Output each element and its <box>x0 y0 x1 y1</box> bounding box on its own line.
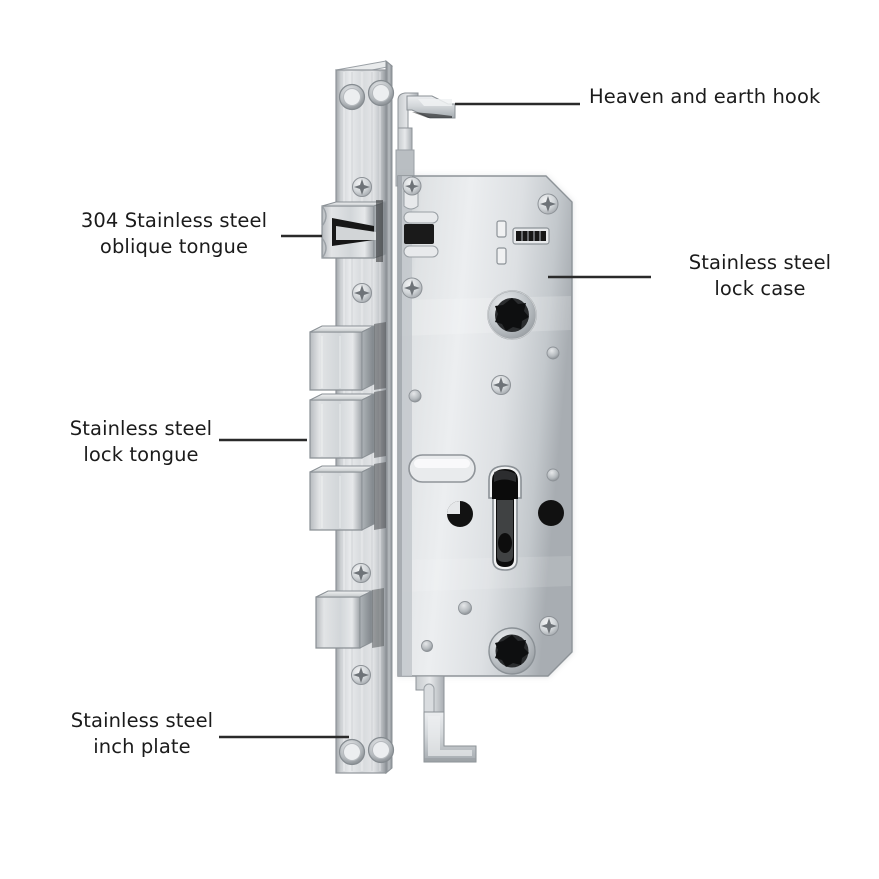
spindle-hole-lower <box>488 627 536 675</box>
lock-tongue <box>309 462 386 531</box>
faceplate-screws <box>351 177 372 685</box>
lock-tongue-group <box>309 322 386 531</box>
leader-lines <box>219 102 651 739</box>
lock-tongue <box>309 390 386 459</box>
callout-oblique-tongue: 304 Stainless steel oblique tongue <box>80 209 268 258</box>
callout-heaven-and-earth-hook: Heaven and earth hook <box>589 85 821 108</box>
auxiliary-bolt <box>315 588 384 649</box>
case-screws <box>401 176 560 652</box>
lock-tongue <box>309 322 386 391</box>
callout-inch-plate: Stainless steel inch plate <box>70 709 214 758</box>
lock-case-body <box>395 149 573 677</box>
callout-lock-tongue: Stainless steel lock tongue <box>69 417 213 466</box>
faceplate-mount-holes-bottom <box>338 736 395 766</box>
earth-hook-bottom <box>415 675 477 763</box>
oblique-tongue <box>321 200 387 262</box>
cylinder-keyhole <box>488 465 522 571</box>
faceplate-mount-holes-top <box>338 79 395 111</box>
callout-lock-case: Stainless steel lock case <box>688 251 832 300</box>
spindle-hole-upper <box>487 290 537 340</box>
